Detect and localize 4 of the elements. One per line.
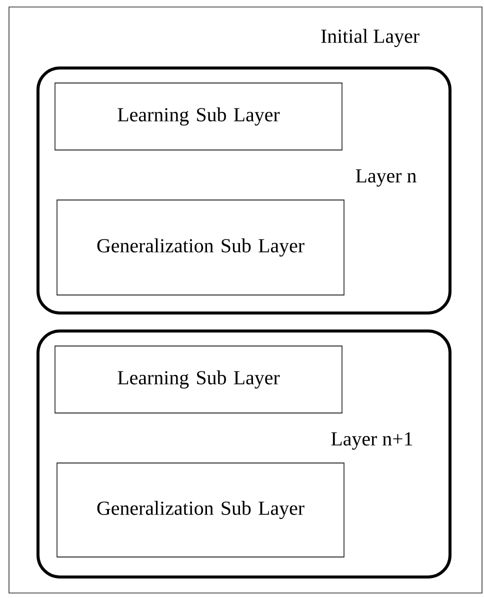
sub-layer-box: Learning Sub Layer [54, 346, 342, 414]
sub-layer-box: Generalization Sub Layer [56, 462, 344, 558]
sub-layer-box: Generalization Sub Layer [56, 200, 344, 296]
sub-layer-box: Learning Sub Layer [54, 82, 342, 150]
